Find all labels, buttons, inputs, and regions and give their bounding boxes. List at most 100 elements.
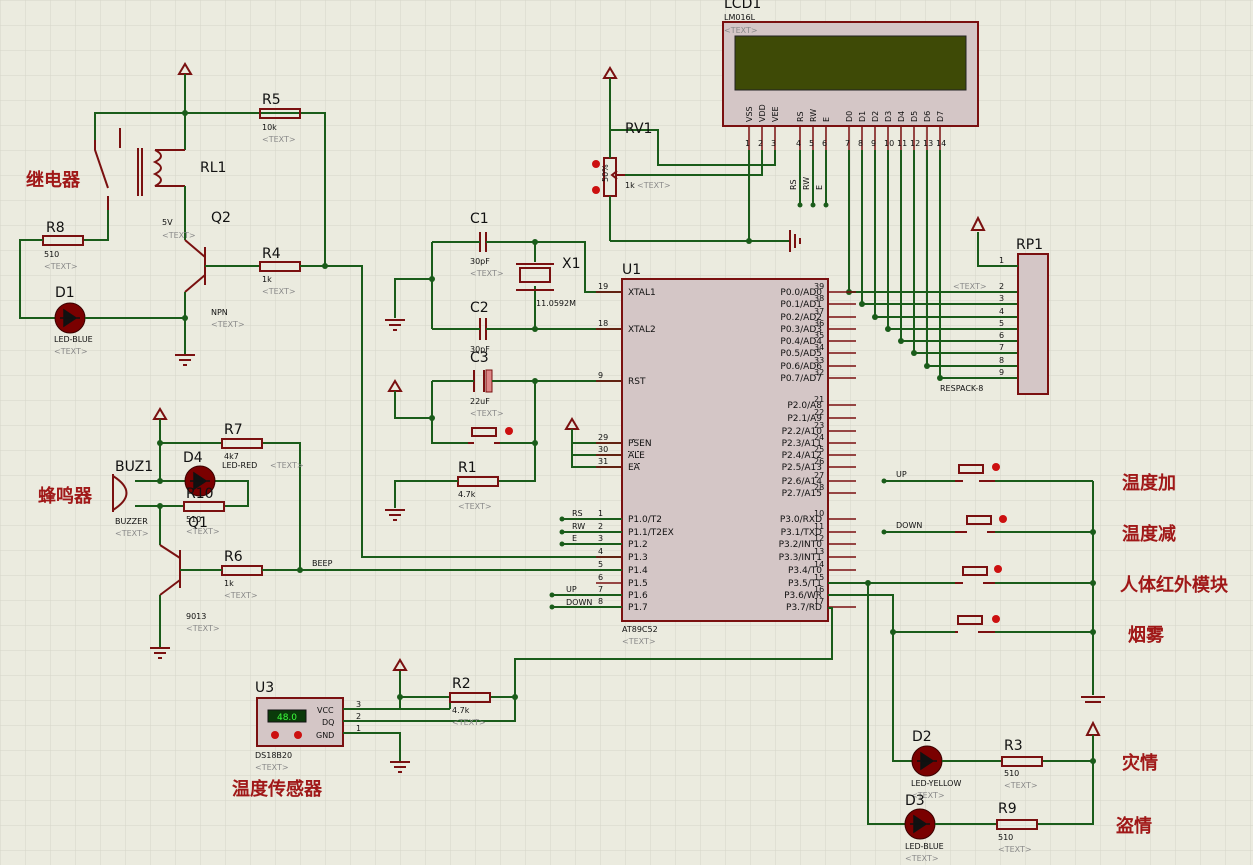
resistor-r8[interactable]: R8 510 <TEXT> xyxy=(19,220,84,319)
mcu-pin-number: 7 xyxy=(598,585,603,594)
r7-ref: R7 xyxy=(224,422,243,438)
switch-smoke[interactable]: 烟雾 xyxy=(955,615,1165,646)
sensor-ds18b20[interactable]: 48.0 U3 VCC DQ GND 3 2 1 DS18B20 <TEXT> … xyxy=(232,680,361,800)
mcu-pin-name: P2.5/A13 xyxy=(782,463,822,473)
crystal-x1[interactable]: X1 11.0592M xyxy=(516,239,581,332)
mcu-pin-name: P0.4/AD4 xyxy=(780,337,822,347)
r6-value: 1k xyxy=(224,579,234,588)
resistor-r10[interactable]: R10 510 <TEXT> xyxy=(183,486,225,536)
led-d2[interactable]: D2 LED-YELLOW <TEXT> xyxy=(911,729,1002,800)
mcu-pin-name: XTAL1 xyxy=(628,288,656,298)
u1-part: AT89C52 xyxy=(622,625,658,634)
lcd-pin-label: D2 xyxy=(871,111,880,122)
switch-wiring xyxy=(828,478,1105,825)
lcd-net-rs: RS xyxy=(789,179,798,190)
mcu-pin-number: 16 xyxy=(814,585,824,594)
relay-ref: RL1 xyxy=(200,160,226,176)
respack-pin-number: 6 xyxy=(999,331,1004,340)
r6-ghost: <TEXT> xyxy=(224,591,258,600)
transistor-q2[interactable]: Q2 NPN <TEXT> xyxy=(175,210,260,366)
mcu-at89c52[interactable]: U1 AT89C52 <TEXT> 19XTAL118XTAL29RST29PS… xyxy=(596,262,856,646)
switch-down[interactable]: DOWN 温度减 xyxy=(896,515,1176,545)
rp1-ref: RP1 xyxy=(1016,237,1043,253)
r2-ghost: <TEXT> xyxy=(452,718,486,727)
r10-value: 510 xyxy=(186,515,201,524)
lcd-ghost-text: <TEXT> xyxy=(724,26,758,35)
lcd-pin-group: VSS1VDD2VEE3RS4RW5E6D07D18D29D310D411D51… xyxy=(745,104,946,150)
lcd-pin-label: D1 xyxy=(858,111,867,122)
transistor-q1[interactable]: Q1 9013 <TEXT> xyxy=(150,515,220,659)
led-d3[interactable]: D3 LED-BLUE <TEXT> xyxy=(904,793,997,863)
r1-ghost: <TEXT> xyxy=(458,502,492,511)
relay-rl1[interactable]: RL1 5V <TEXT> 继电器 xyxy=(26,62,326,266)
capacitor-c3[interactable]: C3 22uF <TEXT> xyxy=(432,350,622,418)
mcu-pin-number: 11 xyxy=(814,522,824,531)
fire-cn-label: 灾情 xyxy=(1122,752,1158,774)
buzzer-wiring xyxy=(135,407,301,570)
rv1-ghost: <TEXT> xyxy=(637,181,671,190)
lcd-part: LM016L xyxy=(724,13,756,22)
r9-ghost: <TEXT> xyxy=(998,845,1032,854)
led-d1[interactable]: D1 LED-BLUE <TEXT> xyxy=(54,285,185,356)
resistor-r6[interactable]: R6 1k <TEXT> BEEP xyxy=(180,549,622,600)
mcu-pin-name: P3.6/WR xyxy=(784,591,822,601)
mcu-pin-number: 33 xyxy=(814,356,824,365)
r2-value: 4.7k xyxy=(452,706,470,715)
resistor-r3[interactable]: R3 510 <TEXT> 灾情 xyxy=(1001,738,1158,790)
resistor-r5[interactable]: R5 10k <TEXT> xyxy=(259,92,301,144)
led-d4[interactable]: D4 LED-RED xyxy=(183,450,257,497)
lcd-pin-number: 11 xyxy=(897,139,907,148)
mcu-pin-number: 30 xyxy=(598,445,608,454)
r1-value: 4.7k xyxy=(458,490,476,499)
mcu-pin-number: 34 xyxy=(814,343,824,352)
mcu-pin-name: P1.1/T2EX xyxy=(628,528,674,538)
buzzer-buz1[interactable]: BUZ1 BUZZER <TEXT> 蜂鸣器 xyxy=(38,459,153,538)
mcu-pin-number: 32 xyxy=(814,368,824,377)
lcd-lm016l[interactable]: LCD1 LM016L <TEXT> VSS1VDD2VEE3RS4RW5E6D… xyxy=(722,0,979,150)
lcd-net-e: E xyxy=(815,185,824,190)
mcu-pin-number: 12 xyxy=(814,534,824,543)
mcu-pin-name: P3.1/TXD xyxy=(781,528,822,538)
capacitor-c1[interactable]: C1 30pF <TEXT> xyxy=(432,211,622,293)
r5-ghost: <TEXT> xyxy=(262,135,296,144)
mcu-pin-name: P0.6/AD6 xyxy=(780,362,822,372)
resistor-r9[interactable]: R9 510 <TEXT> 盗情 xyxy=(996,801,1152,854)
buzzer-part: BUZZER xyxy=(115,517,148,526)
mcu-pin-name: P2.6/A14 xyxy=(782,477,823,487)
mcu-net-up: UP xyxy=(566,585,577,594)
mcu-pin-number: 27 xyxy=(814,471,824,480)
c3-ref: C3 xyxy=(470,350,489,366)
u3-num-2: 2 xyxy=(356,712,361,721)
lcd-pin-number: 5 xyxy=(809,139,814,148)
lcd-pin-label: VSS xyxy=(745,106,754,122)
q1-ghost: <TEXT> xyxy=(186,624,220,633)
ground-icon xyxy=(789,230,801,252)
r9-value: 510 xyxy=(998,833,1013,842)
rp1-ghost: <TEXT> xyxy=(953,282,987,291)
mcu-pin-number: 3 xyxy=(598,534,603,543)
d3-type: LED-BLUE xyxy=(905,842,944,851)
lcd-pin-label: D0 xyxy=(845,111,854,122)
mcu-pin-number: 38 xyxy=(814,294,824,303)
potentiometer-rv1[interactable]: RV1 50% 1k <TEXT> xyxy=(592,66,671,241)
switch-up[interactable]: UP 温度加 xyxy=(896,463,1176,494)
reset-button[interactable] xyxy=(468,427,513,444)
switch-pir[interactable]: 人体红外模块 xyxy=(955,565,1229,596)
buzzer-cn-label: 蜂鸣器 xyxy=(38,485,93,507)
mcu-pin-name: P1.4 xyxy=(628,566,648,576)
mcu-pin-number: 13 xyxy=(814,547,824,556)
ground-icon xyxy=(175,354,195,366)
lcd-pin-number: 10 xyxy=(884,139,894,148)
mcu-pin-number: 35 xyxy=(814,331,824,340)
lcd-pin-label: E xyxy=(822,117,831,122)
lcd-pin-label: D6 xyxy=(923,111,932,122)
resistor-r2[interactable]: R2 4.7k <TEXT> xyxy=(449,676,491,727)
ground-icon xyxy=(390,761,410,773)
resistor-r7[interactable]: R7 4k7 <TEXT> xyxy=(221,422,304,470)
resistor-r1[interactable]: R1 4.7k <TEXT> xyxy=(385,460,499,521)
resistor-r4[interactable]: R4 1k <TEXT> xyxy=(259,246,622,558)
lcd-pin-number: 7 xyxy=(845,139,850,148)
